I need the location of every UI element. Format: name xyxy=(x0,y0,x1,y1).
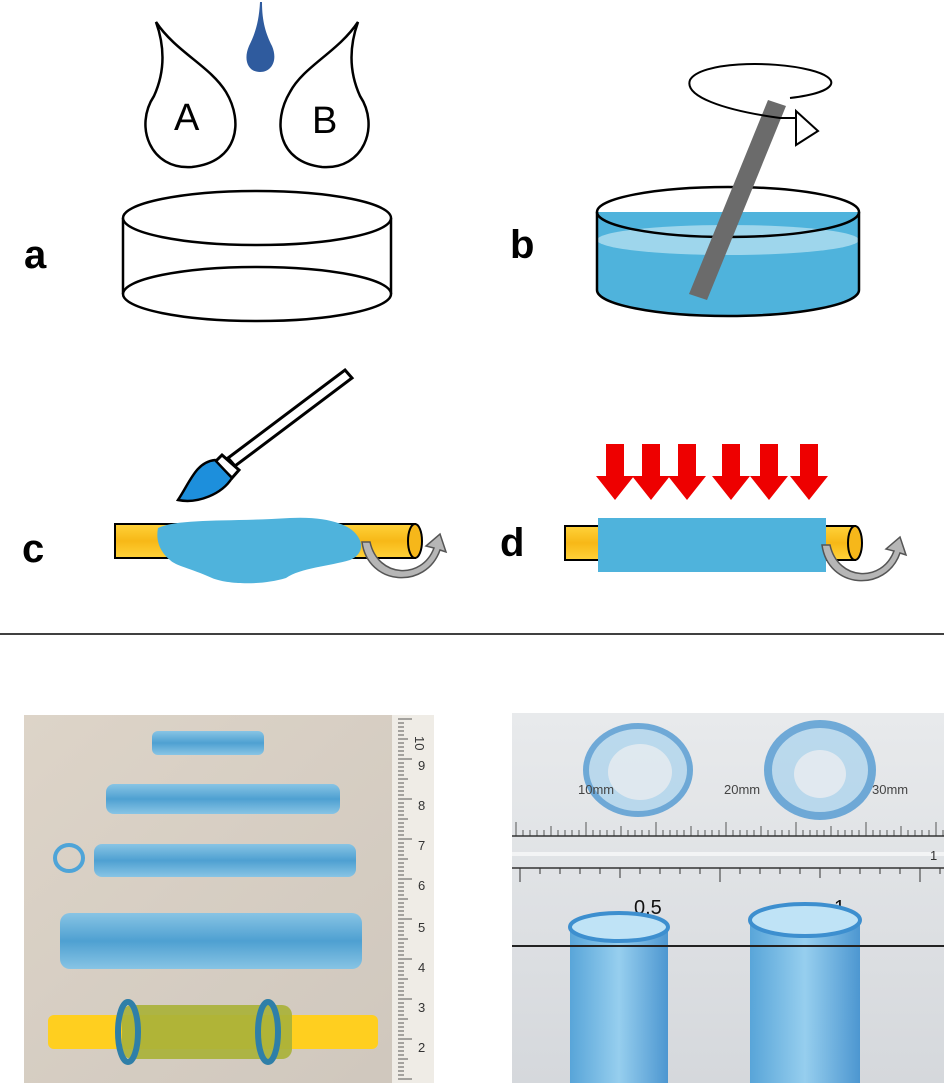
red-arrow-icon xyxy=(596,444,634,500)
scale-label-edge: 1 xyxy=(930,848,937,863)
applied-gel-layer xyxy=(157,517,362,584)
pressure-arrows xyxy=(596,444,828,500)
dropper-a-icon xyxy=(144,21,237,169)
photo-left: 10 9 8 7 6 5 4 3 2 xyxy=(24,715,434,1083)
gel-tube-short xyxy=(152,731,264,755)
red-arrow-icon xyxy=(632,444,670,500)
ruler-number: 5 xyxy=(418,920,425,935)
ruler-number: 10 xyxy=(412,736,427,750)
ruler-number: 4 xyxy=(418,960,425,975)
panel-d: d xyxy=(500,444,908,582)
ruler-number: 8 xyxy=(418,798,425,813)
red-arrow-icon xyxy=(750,444,788,500)
tube-standing-1 xyxy=(570,925,668,1083)
blue-drop-icon xyxy=(246,2,275,72)
drop-b-letter: B xyxy=(312,100,337,142)
photo-right: 10mm 20mm 30mm 0.5 1 1 xyxy=(512,713,944,1083)
dropper-b-icon xyxy=(279,21,370,169)
uniform-gel-layer xyxy=(598,518,826,572)
ruler-number: 7 xyxy=(418,838,425,853)
gel-tube-long-2 xyxy=(94,844,356,877)
ruler-number: 3 xyxy=(418,1000,425,1015)
panel-c-label: c xyxy=(22,527,44,571)
gel-tube-wide xyxy=(60,913,362,969)
ruler-number: 9 xyxy=(418,758,425,773)
ruler-number: 6 xyxy=(418,878,425,893)
panel-a: a A B xyxy=(24,2,393,323)
gel-tube-long-1 xyxy=(106,784,340,814)
tube-standing-2 xyxy=(750,918,860,1083)
ruler-number: 2 xyxy=(418,1040,425,1055)
panel-a-label: a xyxy=(24,233,47,277)
red-arrow-icon xyxy=(790,444,828,500)
mm-label: 20mm xyxy=(724,782,760,797)
drop-a-letter: A xyxy=(174,97,200,139)
stirring-rod-icon xyxy=(689,100,786,300)
rotate-arrow-c-icon xyxy=(361,532,448,579)
panel-d-label: d xyxy=(500,521,524,565)
gel-ring-small xyxy=(53,843,85,873)
rotation-arrow-icon xyxy=(688,63,833,147)
tube-on-rod xyxy=(48,999,378,1065)
panel-c: c xyxy=(22,367,448,584)
red-arrow-icon xyxy=(668,444,706,500)
mm-label: 10mm xyxy=(578,782,614,797)
red-arrow-icon xyxy=(712,444,750,500)
empty-dish-icon xyxy=(121,189,393,323)
rotate-arrow-d-icon xyxy=(821,535,908,582)
panel-b-label: b xyxy=(510,223,534,267)
paint-brush-icon xyxy=(175,367,355,503)
panel-b: b xyxy=(510,63,861,318)
mm-label: 30mm xyxy=(872,782,908,797)
